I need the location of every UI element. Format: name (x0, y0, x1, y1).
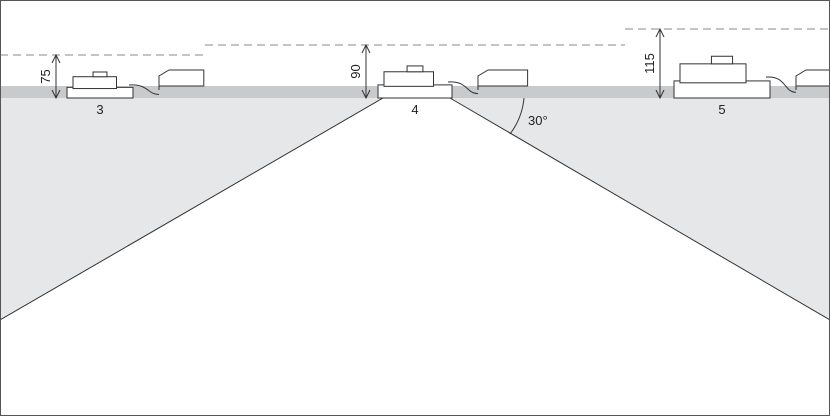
angle-label: 30° (528, 113, 548, 128)
fixture-4: 90 4 (348, 43, 529, 117)
fixture-body (679, 63, 747, 84)
fixture-clip (710, 55, 734, 65)
fixture-cable (765, 76, 797, 93)
fixture-label: 4 (411, 102, 418, 117)
fixture-5: 115 5 (642, 27, 830, 117)
beam-line-left (0, 97, 384, 321)
height-label: 75 (38, 69, 53, 83)
fixture-label: 3 (96, 102, 103, 117)
fixture-body (383, 71, 434, 87)
fixture-clip (406, 65, 424, 73)
fixture-3: 75 3 (38, 53, 205, 117)
dimension-arrows (51, 53, 61, 100)
beam-line-right (449, 97, 830, 321)
fixture-cable (128, 84, 160, 95)
fixture-housing (673, 80, 771, 99)
dimension-arrows (361, 43, 371, 100)
driver-box (477, 69, 529, 90)
dimension-arrows (655, 27, 665, 100)
height-label: 90 (348, 64, 363, 78)
fixture-body (72, 76, 117, 90)
angle-arc (509, 97, 525, 135)
fixture-label: 5 (718, 102, 725, 117)
driver-box (795, 69, 830, 90)
fixture-clip (92, 71, 108, 78)
height-label: 115 (642, 53, 657, 74)
driver-box (158, 69, 205, 90)
fixture-cable (447, 81, 479, 95)
fixture-housing (377, 84, 453, 99)
